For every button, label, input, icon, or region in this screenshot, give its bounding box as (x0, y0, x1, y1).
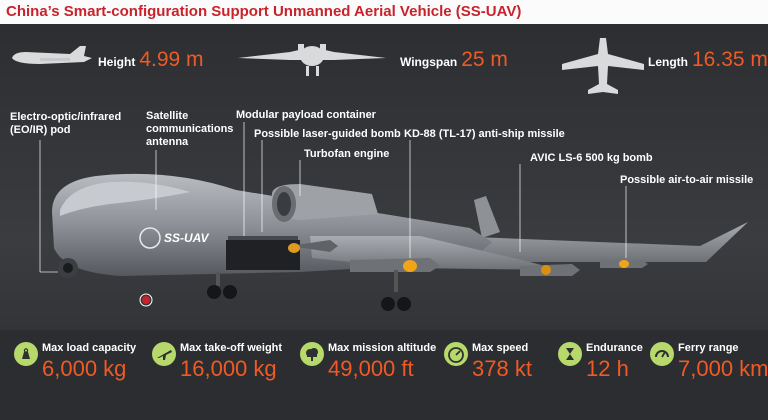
page-title: China’s Smart-configuration Support Unma… (6, 3, 522, 20)
dimension-wingspan: Wingspan 25 m (400, 48, 508, 72)
dimension-value: 4.99 m (139, 48, 204, 71)
stat-value: 378 kt (472, 356, 532, 381)
dimension-length: Length 16.35 m (648, 48, 768, 72)
stat-label: Max load capacity (42, 342, 137, 354)
callout-ls6-bomb: AVIC LS-6 500 kg bomb (530, 152, 653, 164)
dimension-value: 16.35 m (692, 48, 768, 71)
callout-laser-bomb: Possible laser-guided bomb (254, 128, 401, 140)
stat-value: 49,000 ft (328, 356, 414, 381)
dimension-value: 25 m (461, 48, 508, 71)
callout-satcom-antenna: Satellite communications antenna (146, 110, 233, 149)
stat-label: Endurance (586, 342, 643, 354)
stat-label: Max take-off weight (180, 342, 283, 354)
stat-value: 12 h (586, 356, 629, 381)
dimension-label: Height (98, 55, 136, 69)
weight-icon (14, 342, 38, 366)
stat-label: Ferry range (678, 342, 739, 354)
airplane-takeoff-icon (152, 342, 176, 366)
callout-line: antenna (146, 136, 189, 148)
callout-line: communications (146, 123, 234, 135)
dimension-label: Length (648, 55, 688, 69)
side-view-silhouette (12, 46, 92, 64)
stat-value: 16,000 kg (180, 356, 277, 381)
hourglass-icon (558, 342, 582, 366)
altitude-cloud-icon (300, 342, 324, 366)
stat-label: Max mission altitude (328, 342, 437, 354)
dimension-label: Wingspan (400, 55, 458, 69)
callout-line: (EO/IR) pod (10, 124, 71, 136)
aircraft-illustration (0, 24, 768, 420)
aircraft-marking: SS-UAV (164, 231, 209, 245)
dimension-height: Height 4.99 m (98, 48, 204, 72)
front-view-silhouette (238, 44, 386, 76)
callout-air-to-air-missile: Possible air-to-air missile (620, 174, 754, 186)
callout-payload-container: Modular payload container (236, 109, 376, 121)
callout-kd88-missile: KD-88 (TL-17) anti-ship missile (404, 128, 565, 140)
stat-value: 7,000 km (678, 356, 768, 381)
top-view-silhouette (562, 38, 644, 94)
range-gauge-icon (650, 342, 674, 366)
stat-value: 6,000 kg (42, 356, 127, 381)
stat-label: Max speed (472, 342, 529, 354)
title-bar: China’s Smart-configuration Support Unma… (0, 0, 768, 24)
callout-line: Electro-optic/infrared (10, 111, 122, 123)
speedometer-icon (444, 342, 468, 366)
callout-line: Satellite (146, 110, 189, 122)
callout-eo-ir-pod: Electro-optic/infrared (EO/IR) pod (10, 111, 121, 137)
callout-turbofan-engine: Turbofan engine (304, 148, 390, 160)
